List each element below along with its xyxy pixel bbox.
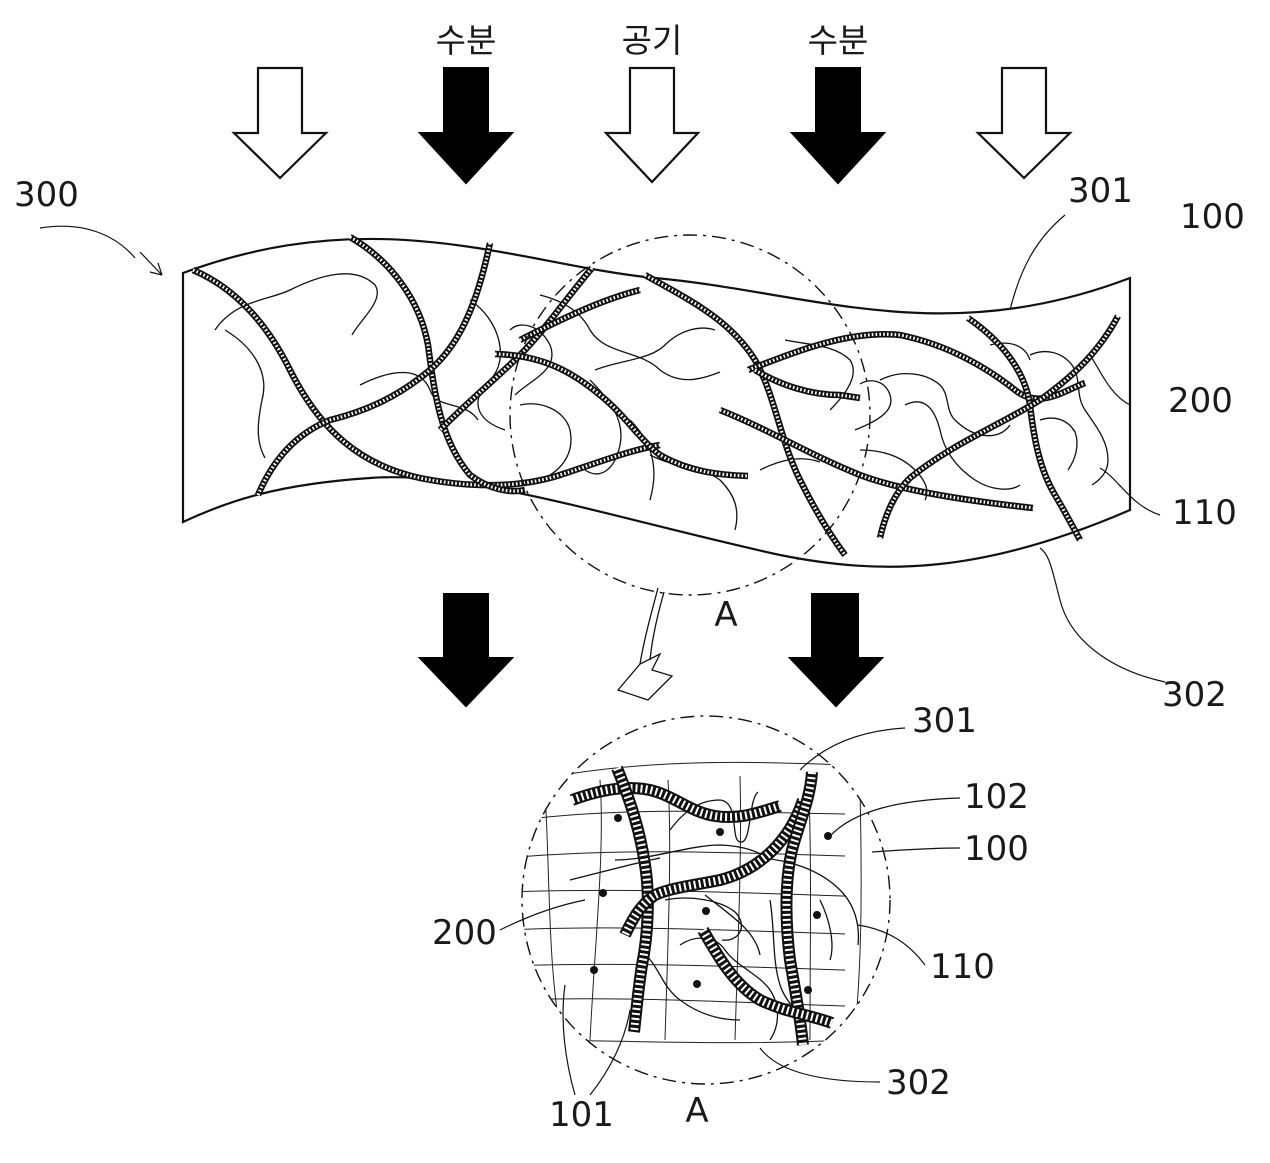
arrow-air-2 xyxy=(603,66,701,184)
ref-101-detail: 101 xyxy=(549,1095,614,1135)
ref-100-top: 100 xyxy=(1180,197,1245,237)
detail-connector-arrow xyxy=(616,587,674,701)
bond-point xyxy=(599,889,607,897)
ref-200-detail: 200 xyxy=(432,913,497,953)
leader-lines-top xyxy=(39,214,1166,683)
label-air: 공기 xyxy=(622,21,683,60)
arrow-air-3 xyxy=(975,66,1073,180)
detail-label-a-bottom: A xyxy=(685,1091,708,1131)
composite-fibers-detail xyxy=(569,765,835,1046)
bond-point xyxy=(590,966,598,974)
bond-point xyxy=(813,911,821,919)
sheet xyxy=(181,237,1132,568)
bond-point xyxy=(614,814,622,822)
ref-110-top: 110 xyxy=(1172,493,1237,533)
detail-label-a-top: A xyxy=(714,595,737,635)
bond-point xyxy=(693,980,701,988)
ref-200-top: 200 xyxy=(1168,381,1233,421)
composite-fibers-top xyxy=(191,234,1121,557)
bond-point xyxy=(824,832,832,840)
bond-point xyxy=(702,907,710,915)
ref-300: 300 xyxy=(14,175,79,215)
bond-point xyxy=(804,986,812,994)
ref-302-detail: 302 xyxy=(886,1063,951,1103)
arrow-out-left xyxy=(417,593,515,708)
ref-302-top: 302 xyxy=(1162,675,1227,715)
ref-102-detail: 102 xyxy=(964,777,1029,817)
detail-circle-bottom xyxy=(521,715,891,1085)
leader-lines-detail xyxy=(499,727,961,1096)
bond-points xyxy=(590,814,832,994)
arrow-moisture-1 xyxy=(417,67,515,185)
arrow-air-1 xyxy=(231,66,329,180)
ref-110-detail: 110 xyxy=(930,947,995,987)
bond-point xyxy=(716,828,724,836)
ref-100-detail: 100 xyxy=(964,829,1029,869)
detail-circle-top xyxy=(509,234,871,596)
arrow-moisture-2 xyxy=(789,67,887,185)
ref-301-detail: 301 xyxy=(912,701,977,741)
label-moisture-right: 수분 xyxy=(808,21,869,60)
arrow-out-right xyxy=(787,593,885,708)
ref-301-top: 301 xyxy=(1068,171,1133,211)
label-moisture-left: 수분 xyxy=(436,21,497,60)
